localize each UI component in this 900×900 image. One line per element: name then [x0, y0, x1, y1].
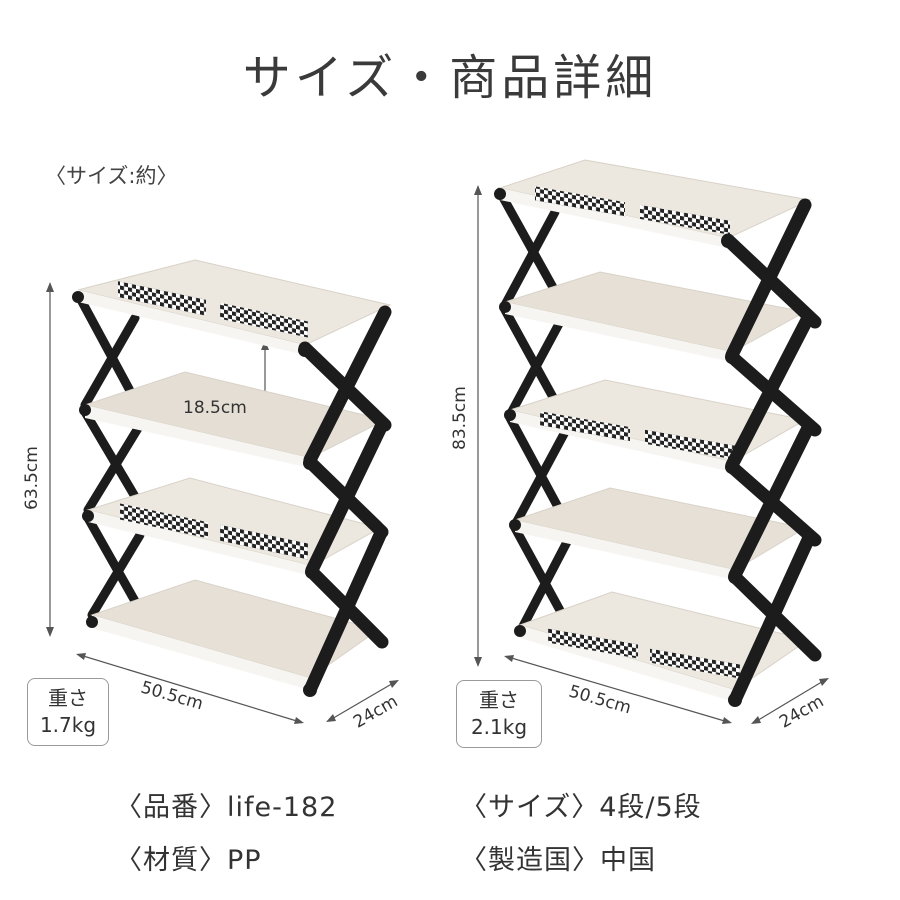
rack5-height-label: 83.5cm	[450, 386, 470, 450]
size-note: 〈サイズ:約〉	[45, 164, 178, 188]
rack5-weight-label: 重さ	[479, 688, 519, 712]
rack4-height-label: 63.5cm	[22, 446, 42, 510]
page-title: サイズ・商品詳細	[242, 50, 658, 106]
rack4-weight-label: 重さ	[48, 686, 88, 710]
spec-material: 〈材質〉PP	[115, 845, 262, 876]
rack4-weight-box: 重さ 1.7kg	[27, 678, 109, 746]
spec-tiers: 〈サイズ〉4段/5段	[460, 792, 702, 823]
rack4-weight-value: 1.7kg	[39, 713, 97, 737]
rack5-weight-box: 重さ 2.1kg	[456, 680, 542, 748]
rack-4-shelves	[77, 259, 392, 690]
spec-model: 〈品番〉life-182	[115, 792, 338, 823]
rack-4-tier	[46, 259, 399, 724]
rack-5-shelves	[498, 159, 812, 702]
rack-5-tier	[474, 159, 829, 724]
rack4-shelf-gap-label: 18.5cm	[183, 398, 247, 418]
rack5-weight-value: 2.1kg	[470, 715, 528, 739]
spec-origin: 〈製造国〉中国	[460, 845, 656, 876]
